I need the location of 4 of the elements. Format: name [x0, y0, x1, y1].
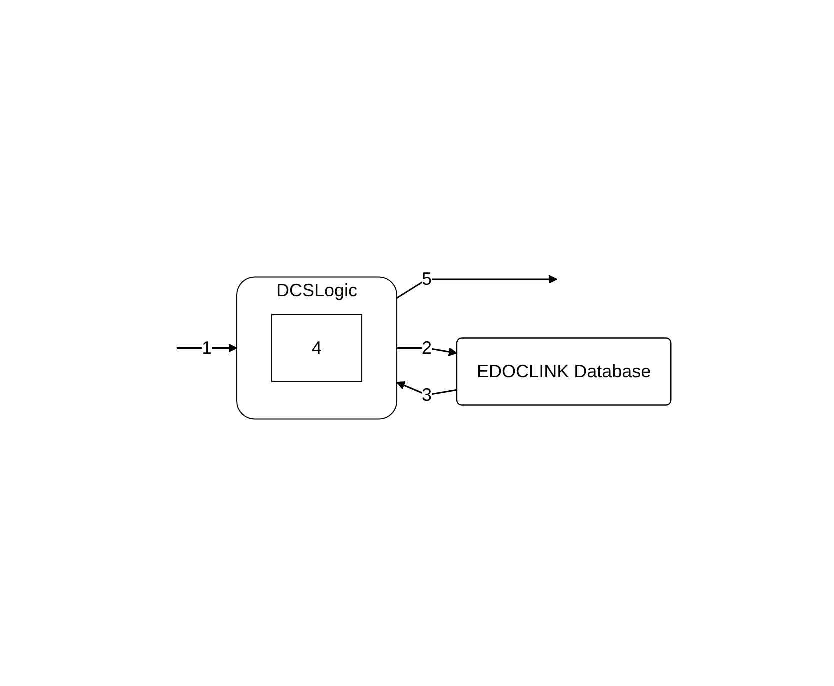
arrow: [396, 275, 558, 300]
process-box: 4: [271, 314, 362, 383]
arrow: [176, 344, 238, 354]
process-box: EDOCLINK Database: [456, 338, 672, 406]
